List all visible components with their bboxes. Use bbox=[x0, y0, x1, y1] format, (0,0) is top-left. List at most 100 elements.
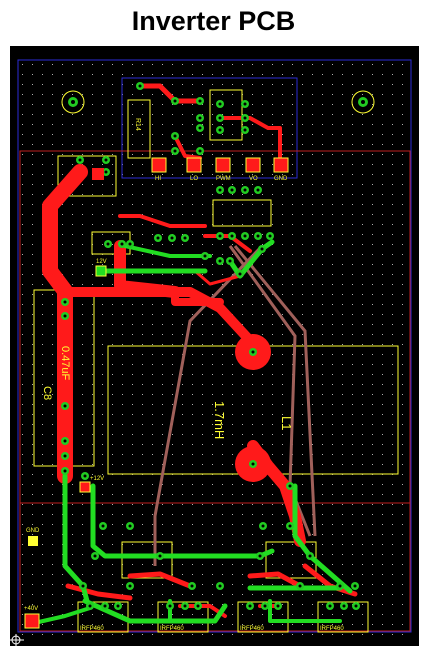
grid-dot bbox=[342, 244, 343, 245]
grid-dot bbox=[352, 174, 353, 175]
grid-dot bbox=[132, 154, 133, 155]
grid-dot bbox=[112, 414, 113, 415]
grid-dot bbox=[332, 494, 333, 495]
grid-dot bbox=[32, 144, 33, 145]
grid-dot bbox=[92, 324, 93, 325]
grid-dot bbox=[322, 604, 323, 605]
grid-dot bbox=[292, 604, 293, 605]
grid-dot bbox=[222, 524, 223, 525]
grid-dot bbox=[32, 304, 33, 305]
grid-dot bbox=[52, 124, 53, 125]
grid-dot bbox=[312, 114, 313, 115]
grid-dot bbox=[232, 184, 233, 185]
grid-dot bbox=[262, 254, 263, 255]
grid-dot bbox=[182, 444, 183, 445]
grid-dot bbox=[292, 634, 293, 635]
grid-dot bbox=[252, 634, 253, 635]
grid-dot bbox=[402, 624, 403, 625]
grid-dot bbox=[372, 104, 373, 105]
grid-dot bbox=[62, 244, 63, 245]
grid-dot bbox=[232, 414, 233, 415]
grid-dot bbox=[172, 204, 173, 205]
grid-dot bbox=[122, 384, 123, 385]
grid-dot bbox=[262, 284, 263, 285]
grid-dot bbox=[172, 374, 173, 375]
grid-dot bbox=[322, 124, 323, 125]
grid-dot bbox=[132, 164, 133, 165]
via-hole bbox=[198, 99, 202, 103]
grid-dot bbox=[102, 314, 103, 315]
grid-dot bbox=[372, 204, 373, 205]
grid-dot bbox=[402, 474, 403, 475]
via-hole bbox=[93, 554, 97, 558]
grid-dot bbox=[72, 64, 73, 65]
grid-dot bbox=[312, 224, 313, 225]
grid-dot bbox=[212, 144, 213, 145]
grid-dot bbox=[202, 384, 203, 385]
grid-dot bbox=[272, 94, 273, 95]
grid-dot bbox=[232, 244, 233, 245]
grid-dot bbox=[142, 624, 143, 625]
via-hole bbox=[198, 126, 202, 130]
grid-dot bbox=[42, 194, 43, 195]
grid-dot bbox=[92, 124, 93, 125]
grid-dot bbox=[172, 114, 173, 115]
grid-dot bbox=[392, 604, 393, 605]
grid-dot bbox=[32, 474, 33, 475]
grid-dot bbox=[322, 634, 323, 635]
grid-dot bbox=[82, 84, 83, 85]
pcb-board[interactable]: C8 0.47uF 1.7mH L1 R14 +12V 12V +40V GND… bbox=[10, 46, 419, 646]
grid-dot bbox=[202, 194, 203, 195]
grid-dot bbox=[352, 344, 353, 345]
grid-dot bbox=[372, 74, 373, 75]
grid-dot bbox=[272, 484, 273, 485]
grid-dot bbox=[322, 484, 323, 485]
grid-dot bbox=[302, 564, 303, 565]
grid-dot bbox=[152, 594, 153, 595]
grid-dot bbox=[32, 434, 33, 435]
grid-dot bbox=[362, 234, 363, 235]
grid-dot bbox=[52, 114, 53, 115]
grid-dot bbox=[232, 294, 233, 295]
grid-dot bbox=[302, 344, 303, 345]
grid-dot bbox=[42, 504, 43, 505]
grid-dot bbox=[92, 164, 93, 165]
grid-dot bbox=[192, 194, 193, 195]
grid-dot bbox=[232, 574, 233, 575]
grid-dot bbox=[392, 184, 393, 185]
grid-dot bbox=[292, 184, 293, 185]
grid-dot bbox=[232, 104, 233, 105]
board-outline-inner bbox=[17, 59, 412, 633]
grid-dot bbox=[302, 604, 303, 605]
grid-dot bbox=[302, 124, 303, 125]
grid-dot bbox=[332, 404, 333, 405]
grid-dot bbox=[32, 524, 33, 525]
grid-dot bbox=[302, 394, 303, 395]
grid-dot bbox=[92, 404, 93, 405]
grid-dot bbox=[392, 634, 393, 635]
grid-dot bbox=[252, 564, 253, 565]
grid-dot bbox=[202, 264, 203, 265]
grid-dot bbox=[392, 274, 393, 275]
grid-dot bbox=[292, 174, 293, 175]
grid-dot bbox=[392, 384, 393, 385]
grid-dot bbox=[322, 154, 323, 155]
grid-dot bbox=[122, 194, 123, 195]
grid-dot bbox=[362, 94, 363, 95]
grid-dot bbox=[372, 334, 373, 335]
grid-dot bbox=[142, 414, 143, 415]
grid-dot bbox=[42, 274, 43, 275]
grid-dot bbox=[362, 374, 363, 375]
grid-dot bbox=[272, 564, 273, 565]
grid-dot bbox=[392, 374, 393, 375]
grid-dot bbox=[282, 264, 283, 265]
grid-dot bbox=[242, 194, 243, 195]
grid-dot bbox=[392, 224, 393, 225]
grid-dot bbox=[92, 84, 93, 85]
grid-dot bbox=[252, 314, 253, 315]
grid-dot bbox=[402, 324, 403, 325]
grid-dot bbox=[322, 204, 323, 205]
grid-dot bbox=[272, 404, 273, 405]
grid-dot bbox=[122, 204, 123, 205]
grid-dot bbox=[132, 84, 133, 85]
